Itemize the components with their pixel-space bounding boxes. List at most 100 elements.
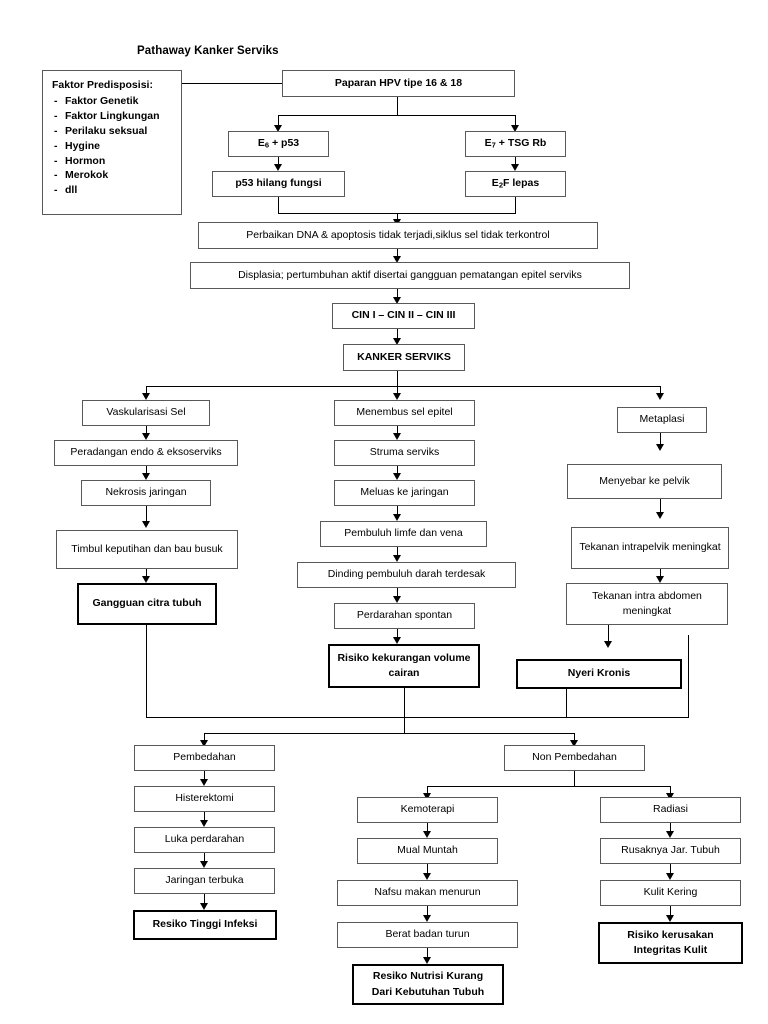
node-pembuluh-limfe-vena: Pembuluh limfe dan vena: [320, 521, 487, 547]
connector-menyebar-down: [660, 499, 662, 514]
node-displasia: Displasia; pertumbuhan aktif disertai ga…: [190, 262, 630, 289]
connector-hpv-bus: [278, 115, 516, 117]
connector-meluas-down: [397, 506, 399, 516]
connector-hpv-left-drop: [278, 115, 280, 128]
arrowhead-to-berat: [423, 915, 431, 922]
connector-histerektomi-down: [204, 812, 206, 822]
connector-keputihan-down: [146, 569, 148, 578]
connector-treatment-stem: [404, 717, 406, 734]
connector-hpv-right-drop: [515, 115, 517, 128]
dash-bullet: -: [54, 109, 58, 122]
connector-kanker-mid-drop: [397, 386, 399, 396]
arrowhead-to-nekrosis: [142, 473, 150, 480]
connector-perbaikan-to-displasia: [397, 249, 399, 258]
connector-nonpembedahan-stem: [574, 771, 576, 787]
arrowhead-to-pembedahan: [200, 740, 208, 747]
arrowhead-to-e2f: [511, 164, 519, 171]
node-gangguan-citra-tubuh: Gangguan citra tubuh: [77, 583, 217, 625]
arrowhead-to-pembuluh-limfe: [393, 514, 401, 521]
connector-nafsu-down: [427, 906, 429, 917]
connector-e2f-down: [515, 197, 517, 214]
connector-radiasi-down: [670, 823, 672, 833]
connector-cin-to-kanker: [397, 329, 399, 340]
list-item: -Merokok: [54, 168, 173, 183]
node-cin-stages: CIN I – CIN II – CIN III: [332, 303, 475, 329]
node-mual-muntah: Mual Muntah: [357, 838, 498, 864]
arrowhead-to-rusaknya: [666, 831, 674, 838]
node-jaringan-terbuka: Jaringan terbuka: [134, 868, 275, 894]
arrowhead-to-risiko-volume: [393, 637, 401, 644]
node-struma-serviks: Struma serviks: [334, 440, 475, 466]
list-item: -Perilaku seksual: [54, 124, 173, 139]
connector-perdarahan-down: [397, 629, 399, 639]
dash-bullet: -: [54, 184, 58, 197]
node-nafsu-makan-menurun: Nafsu makan menurun: [337, 880, 518, 906]
node-e7-tsg-rb: E7 + TSG Rb: [465, 131, 566, 157]
node-rusaknya-jaringan-tubuh: Rusaknya Jar. Tubuh: [600, 838, 741, 864]
arrowhead-to-p53hilang: [274, 164, 282, 171]
dash-bullet: -: [54, 124, 58, 137]
connector-struma-down: [397, 466, 399, 475]
connector-merge-stem: [397, 213, 399, 222]
connector-kemoterapi-drop: [427, 786, 429, 796]
connector-nekrosis-down: [146, 506, 148, 523]
connector-kanker-left-drop: [146, 386, 148, 396]
arrowhead-to-histerektomi: [200, 779, 208, 786]
connector-predisposing-to-hpv: [182, 83, 282, 85]
connector-p53-down: [278, 197, 280, 214]
connector-gangguan-to-bus: [146, 625, 148, 718]
connector-right-rail-down: [688, 635, 690, 718]
node-e2f-lepas-label: E2F lepas: [491, 177, 540, 190]
arrowhead-to-non-pembedahan: [570, 740, 578, 747]
connector-limfe-down: [397, 547, 399, 557]
dash-bullet: -: [54, 139, 58, 152]
predisposing-factors-box: Faktor Predisposisi: -Faktor Genetik -Fa…: [42, 70, 182, 215]
node-perdarahan-spontan: Perdarahan spontan: [334, 603, 475, 629]
arrowhead-to-menyebar: [656, 444, 664, 451]
page-title: Pathaway Kanker Serviks: [137, 45, 279, 57]
node-peradangan: Peradangan endo & eksoserviks: [54, 440, 238, 466]
node-radiasi: Radiasi: [600, 797, 741, 823]
connector-berat-down: [427, 948, 429, 959]
node-p53-hilang-fungsi: p53 hilang fungsi: [212, 171, 345, 197]
arrowhead-to-intraabdomen: [656, 576, 664, 583]
arrowhead-to-intrapelvik: [656, 512, 664, 519]
connector-pembedahan-down: [204, 771, 206, 781]
arrowhead-to-perdarahan: [393, 596, 401, 603]
list-item-label: Perilaku seksual: [65, 124, 148, 137]
arrowhead-to-e6: [274, 125, 282, 132]
node-non-pembedahan: Non Pembedahan: [504, 745, 645, 771]
arrowhead-to-risiko-kulit: [666, 915, 674, 922]
list-item-label: Hormon: [65, 154, 106, 167]
connector-treatment-collector-bus: [146, 717, 689, 719]
arrowhead-to-e7: [511, 125, 519, 132]
node-berat-badan-turun: Berat badan turun: [337, 922, 518, 948]
list-item-label: Merokok: [65, 169, 109, 182]
arrowhead-to-dinding: [393, 555, 401, 562]
node-e6-p53: E6 + p53: [228, 131, 329, 157]
connector-rusaknya-down: [670, 864, 672, 875]
arrowhead-to-displasia: [393, 256, 401, 263]
connector-kanker-bus: [146, 386, 661, 388]
predisposing-heading: Faktor Predisposisi:: [52, 79, 153, 91]
node-tekanan-intrapelvik: Tekanan intrapelvik meningkat: [571, 527, 729, 569]
arrowhead-to-metaplasi: [656, 393, 664, 400]
connector-jaringan-down: [204, 894, 206, 905]
arrowhead-to-kemoterapi: [423, 793, 431, 800]
node-risiko-kerusakan-integritas-kulit: Risiko kerusakan Integritas Kulit: [598, 922, 743, 964]
risiko-kulit-line2: Integritas Kulit: [633, 944, 708, 956]
node-resiko-tinggi-infeksi: Resiko Tinggi Infeksi: [133, 910, 277, 940]
node-nyeri-kronis: Nyeri Kronis: [516, 659, 682, 689]
arrowhead-to-luka: [200, 820, 208, 827]
node-luka-perdarahan: Luka perdarahan: [134, 827, 275, 853]
arrowhead-to-meluas: [393, 473, 401, 480]
node-e2f-lepas: E2F lepas: [465, 171, 566, 197]
node-tekanan-intra-abdomen: Tekanan intra abdomen meningkat: [566, 583, 728, 625]
node-histerektomi: Histerektomi: [134, 786, 275, 812]
arrowhead-to-kanker: [393, 338, 401, 345]
node-timbul-keputihan: Timbul keputihan dan bau busuk: [56, 530, 238, 569]
list-item-label: dll: [65, 184, 78, 197]
predisposing-list: -Faktor Genetik -Faktor Lingkungan -Peri…: [52, 94, 173, 198]
arrowhead-to-vaskularisasi: [142, 393, 150, 400]
connector-dinding-down: [397, 588, 399, 598]
